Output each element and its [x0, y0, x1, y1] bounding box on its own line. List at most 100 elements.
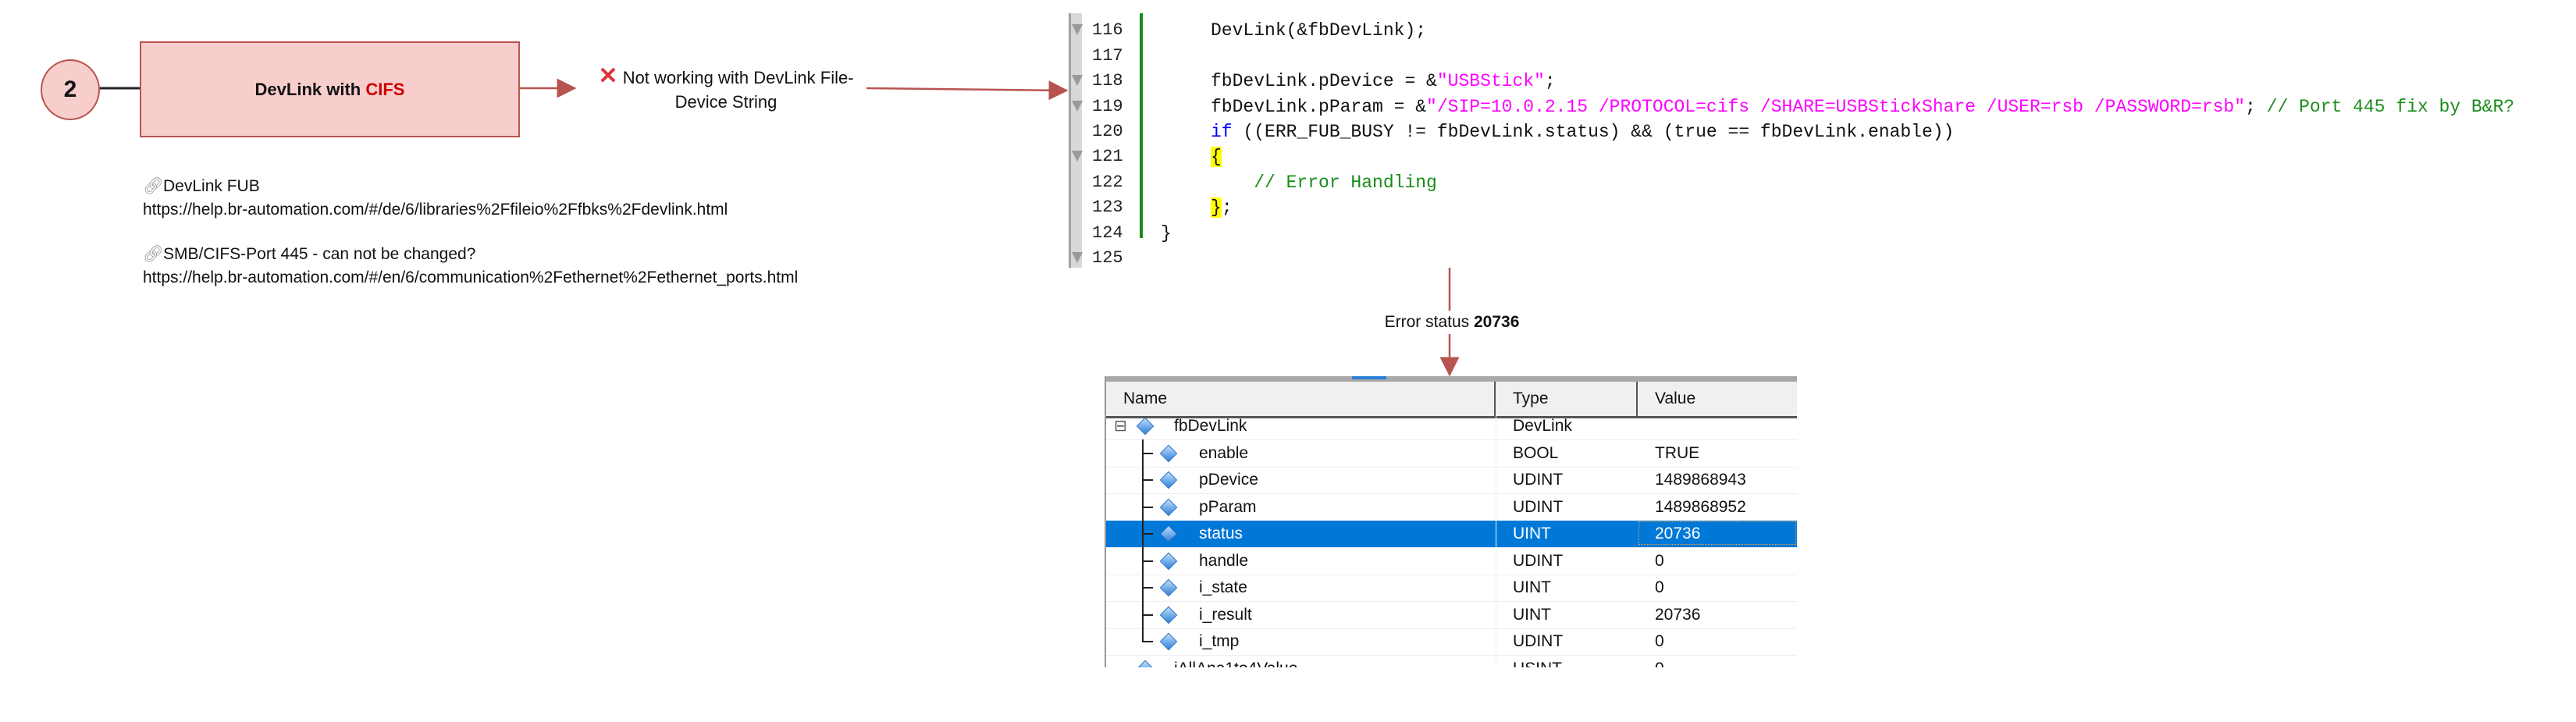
link-icon: 🔗︎ — [143, 245, 164, 263]
line-number: 120 — [1092, 122, 1123, 141]
variable-name: i_tmp — [1199, 632, 1240, 650]
tree-branch — [1142, 479, 1153, 481]
line-number: 123 — [1092, 197, 1123, 218]
code-token: "/SIP=10.0.2.15 /PROTOCOL=cifs /SHARE=US… — [1426, 96, 2246, 117]
variable-icon — [1159, 606, 1178, 624]
table-row[interactable]: iAllAna1to4ValueUSINT0 — [1106, 655, 1797, 668]
code-token: ((ERR_FUB_BUSY != fbDevLink.status) && (… — [1232, 122, 1955, 142]
status-text-line2: Device String — [674, 92, 777, 112]
bookmark-icon[interactable] — [1072, 252, 1083, 263]
variable-value[interactable]: 20736 — [1655, 605, 1701, 624]
link-url-1[interactable]: https://help.br-automation.com/#/de/6/li… — [143, 201, 728, 219]
link-url-2[interactable]: https://help.br-automation.com/#/en/6/co… — [143, 269, 799, 286]
code-token: ; — [2245, 96, 2267, 117]
code-token: // Error Handling — [1211, 172, 1437, 193]
code-line[interactable]: 124} — [1069, 221, 2576, 246]
variable-value[interactable]: 1489868952 — [1655, 497, 1746, 516]
variable-type: UDINT — [1513, 497, 1564, 516]
variable-value[interactable]: TRUE — [1655, 443, 1700, 462]
variable-icon — [1159, 498, 1178, 516]
tree-branch — [1142, 506, 1153, 508]
variable-name: enable — [1199, 443, 1249, 462]
code-text: if ((ERR_FUB_BUSY != fbDevLink.status) &… — [1211, 119, 1954, 144]
table-row[interactable]: ⊟ fbDevLink DevLink — [1106, 413, 1797, 440]
bookmark-icon[interactable] — [1072, 24, 1083, 36]
variable-value[interactable]: 20736 — [1638, 521, 1797, 546]
line-number: 116 — [1092, 20, 1123, 41]
variable-icon — [1159, 552, 1178, 570]
variable-name: status — [1199, 525, 1244, 542]
variable-type: UINT — [1513, 525, 1551, 542]
status-note: ✕ Not working with DevLink File- Device … — [578, 64, 874, 114]
tree-branch — [1142, 452, 1153, 454]
code-token: } — [1211, 197, 1222, 219]
variable-value[interactable]: 0 — [1655, 551, 1664, 570]
variable-icon — [1159, 444, 1178, 462]
code-token: DevLink(&fbDevLink); — [1211, 20, 1427, 41]
code-line[interactable]: 123}; — [1069, 195, 2576, 220]
link-title-1: 🔗︎DevLink FUB — [143, 175, 798, 198]
code-text: { — [1211, 144, 1222, 169]
code-line[interactable]: 125 — [1069, 246, 2576, 268]
table-row[interactable]: status UINT 20736 — [1106, 520, 1797, 548]
line-number: 122 — [1092, 172, 1123, 192]
tree-line — [1142, 628, 1144, 642]
bookmark-icon[interactable] — [1072, 75, 1083, 87]
status-text-line1: Not working with DevLink File- — [622, 68, 854, 87]
box-title-highlight: CIFS — [365, 79, 405, 99]
variable-type: UDINT — [1513, 632, 1564, 650]
table-row[interactable]: i_tmp UDINT 0 — [1106, 628, 1797, 656]
line-number: 115 — [1092, 13, 1139, 18]
bookmark-icon[interactable] — [1072, 100, 1083, 112]
variable-value[interactable] — [1638, 413, 1797, 438]
code-text: }; — [1211, 195, 1233, 220]
error-code: 20736 — [1473, 313, 1520, 331]
code-line[interactable]: 116 DevLink(&fbDevLink); — [1069, 18, 2576, 43]
variable-type: UDINT — [1513, 471, 1564, 489]
column-type[interactable]: Type — [1496, 382, 1638, 416]
code-line[interactable]: 121 { — [1069, 144, 2576, 169]
column-value[interactable]: Value — [1655, 389, 1696, 407]
code-token: // Port 445 fix by B&R? — [2266, 96, 2515, 117]
reference-links: 🔗︎DevLink FUB https://help.br-automation… — [143, 175, 798, 290]
variable-icon — [1159, 525, 1178, 543]
devlink-cifs-box: DevLink with CIFS — [140, 41, 520, 137]
variable-value[interactable]: 0 — [1655, 578, 1664, 596]
variable-name: handle — [1199, 551, 1249, 570]
x-mark-icon: ✕ — [598, 63, 618, 89]
variable-value[interactable]: 1489868943 — [1655, 471, 1746, 489]
variable-type: USINT — [1513, 656, 1562, 668]
code-line[interactable]: 122 // Error Handling — [1069, 170, 2576, 195]
variable-type: UINT — [1513, 578, 1551, 596]
table-row[interactable]: handle UDINT 0 — [1106, 546, 1797, 575]
code-line[interactable]: 120 if ((ERR_FUB_BUSY != fbDevLink.status… — [1069, 119, 2576, 144]
link-title: SMB/CIFS-Port 445 - can not be changed? — [163, 245, 476, 263]
tree-branch — [1142, 560, 1153, 562]
variable-type: DevLink — [1513, 417, 1572, 435]
code-token: { — [1211, 147, 1222, 168]
variable-value[interactable]: 0 — [1638, 656, 1797, 668]
code-line[interactable]: 117 — [1069, 44, 2576, 69]
header-indicator — [1352, 376, 1386, 379]
code-line[interactable]: 115 — [1069, 13, 2576, 18]
link-title-2: 🔗︎SMB/CIFS-Port 445 - can not be changed… — [143, 243, 798, 266]
step-number: 2 — [63, 76, 77, 102]
variable-type: UDINT — [1513, 551, 1564, 570]
line-number: 125 — [1092, 248, 1123, 268]
column-name[interactable]: Name — [1106, 382, 1496, 416]
bookmark-icon[interactable] — [1072, 151, 1083, 162]
variable-name: fbDevLink — [1174, 417, 1247, 435]
variable-value[interactable]: 0 — [1655, 632, 1664, 650]
line-number: 121 — [1092, 147, 1123, 167]
variable-name: i_result — [1199, 605, 1252, 624]
collapse-icon[interactable]: ⊟ — [1114, 418, 1127, 435]
code-text: DevLink(&fbDevLink); — [1211, 18, 1426, 43]
variable-icon — [1136, 660, 1155, 667]
